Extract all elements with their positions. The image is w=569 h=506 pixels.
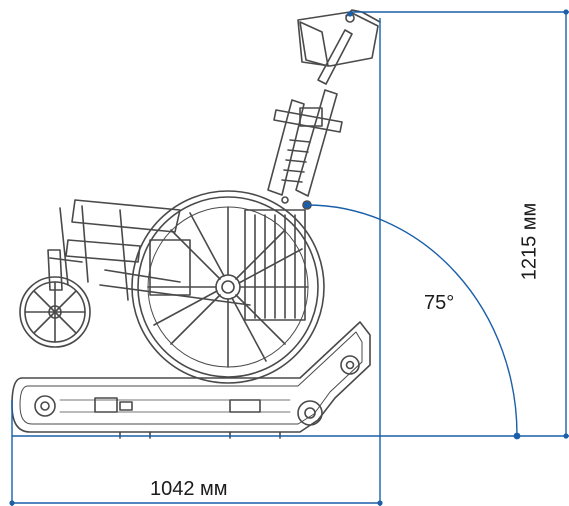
- height-dimension-label: 1215 мм: [518, 202, 541, 281]
- dimension-points: [9, 9, 569, 506]
- machine-line-art: [11, 9, 381, 439]
- top-corner-point: [347, 11, 353, 17]
- front-caster-wheel: [19, 249, 91, 348]
- crawler-track: [11, 321, 371, 439]
- backrest-column: [267, 9, 381, 210]
- rear-wheel: [131, 190, 325, 384]
- width-right-point: [377, 500, 383, 506]
- angle-arc: [306, 204, 518, 437]
- width-left-point: [9, 500, 15, 506]
- dimension-lines: [11, 11, 569, 506]
- width-dimension-label: 1042 мм: [150, 478, 228, 500]
- angle-end-point: [513, 432, 521, 440]
- height-top-point: [563, 9, 569, 15]
- angle-label: 75°: [424, 292, 455, 314]
- angle-vertex-point: [303, 201, 311, 209]
- height-bottom-point: [563, 433, 569, 439]
